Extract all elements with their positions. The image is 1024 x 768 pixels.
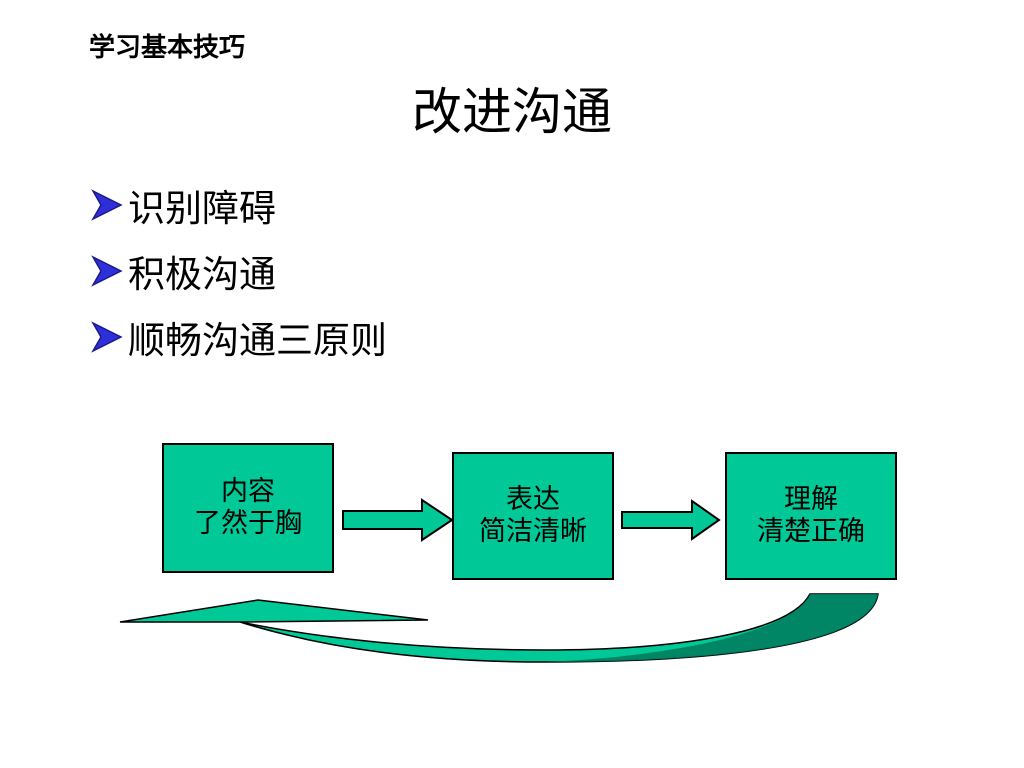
bullet-item: 积极沟通 [90, 238, 387, 304]
page-title: 改进沟通 [412, 83, 612, 141]
flow-box-content: 内容 了然于胸 [162, 443, 334, 573]
bullet-text: 识别障碍 [128, 187, 276, 230]
box-label-line1: 理解 [784, 483, 838, 515]
section-subtitle: 学习基本技巧 [89, 33, 246, 63]
box-label-line2: 清楚正确 [757, 516, 865, 547]
box-label-line2: 简洁清晰 [479, 516, 587, 547]
flow-box-understanding: 理解 清楚正确 [725, 452, 897, 580]
box-label-line2: 了然于胸 [194, 508, 302, 539]
arrowhead-bullet-icon [90, 187, 126, 223]
bullet-item: 识别障碍 [90, 172, 387, 238]
flow-arrow-1 [342, 498, 454, 542]
feedback-arrow-shade [545, 594, 878, 662]
flow-arrow-2 [621, 499, 721, 541]
arrowhead-bullet-icon [90, 319, 126, 355]
flow-box-expression: 表达 简洁清晰 [452, 452, 614, 580]
bullet-list: 识别障碍 积极沟通 顺畅沟通三原则 [90, 172, 387, 370]
arrowhead-bullet-icon [90, 253, 126, 289]
box-label-line1: 内容 [221, 475, 275, 507]
bullet-text: 积极沟通 [128, 253, 276, 296]
bullet-item: 顺畅沟通三原则 [90, 304, 387, 370]
box-label-line1: 表达 [506, 483, 560, 515]
bullet-text: 顺畅沟通三原则 [128, 319, 387, 362]
